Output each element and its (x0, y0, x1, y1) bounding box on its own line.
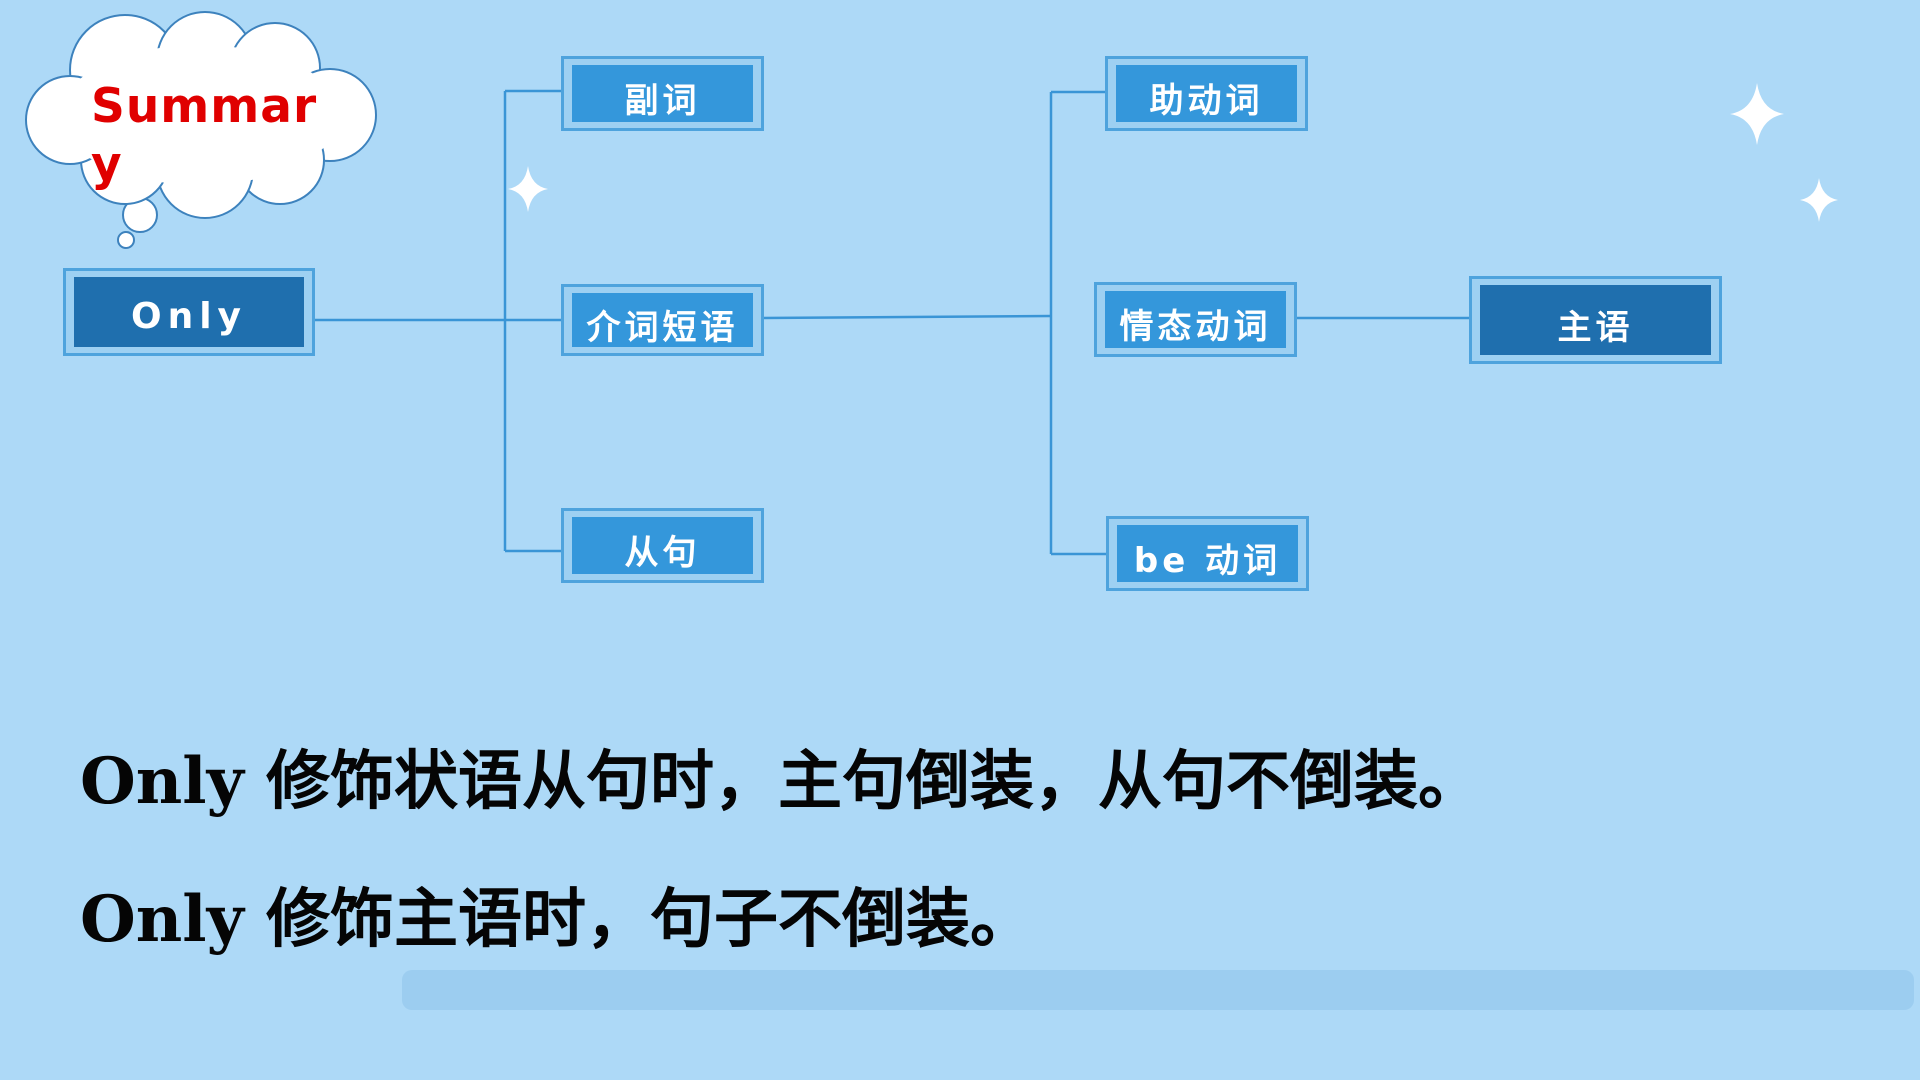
rule-sentence-2: Only 修饰主语时，句子不倒装。 (80, 882, 1035, 957)
node-adverb-label: 副词 (572, 65, 753, 122)
node-modal-verb: 情态动词 (1094, 282, 1297, 357)
node-be-verb-label: be 动词 (1117, 525, 1298, 582)
node-only: Only (63, 268, 315, 356)
node-prep-phrase: 介词短语 (561, 284, 764, 356)
node-be-verb: be 动词 (1106, 516, 1309, 591)
node-subject: 主语 (1469, 276, 1722, 364)
node-aux-verb: 助动词 (1105, 56, 1308, 131)
node-modal-verb-label: 情态动词 (1105, 291, 1286, 348)
summary-label: Summary (91, 79, 318, 192)
node-adverb: 副词 (561, 56, 764, 131)
node-only-label: Only (74, 277, 304, 347)
sparkle-icon (508, 166, 548, 212)
thought-cloud-icon (25, 11, 377, 249)
sparkle-icon (1800, 178, 1838, 222)
sparkle-icon (1730, 82, 1784, 146)
node-prep-phrase-label: 介词短语 (572, 293, 753, 348)
decorative-bar (402, 970, 1914, 1010)
node-clause-label: 从句 (572, 517, 753, 574)
node-subject-label: 主语 (1480, 285, 1711, 355)
node-clause: 从句 (561, 508, 764, 583)
rule-sentence-1: Only 修饰状语从句时，主句倒装，从句不倒装。 (80, 744, 1483, 819)
node-aux-verb-label: 助动词 (1116, 65, 1297, 122)
